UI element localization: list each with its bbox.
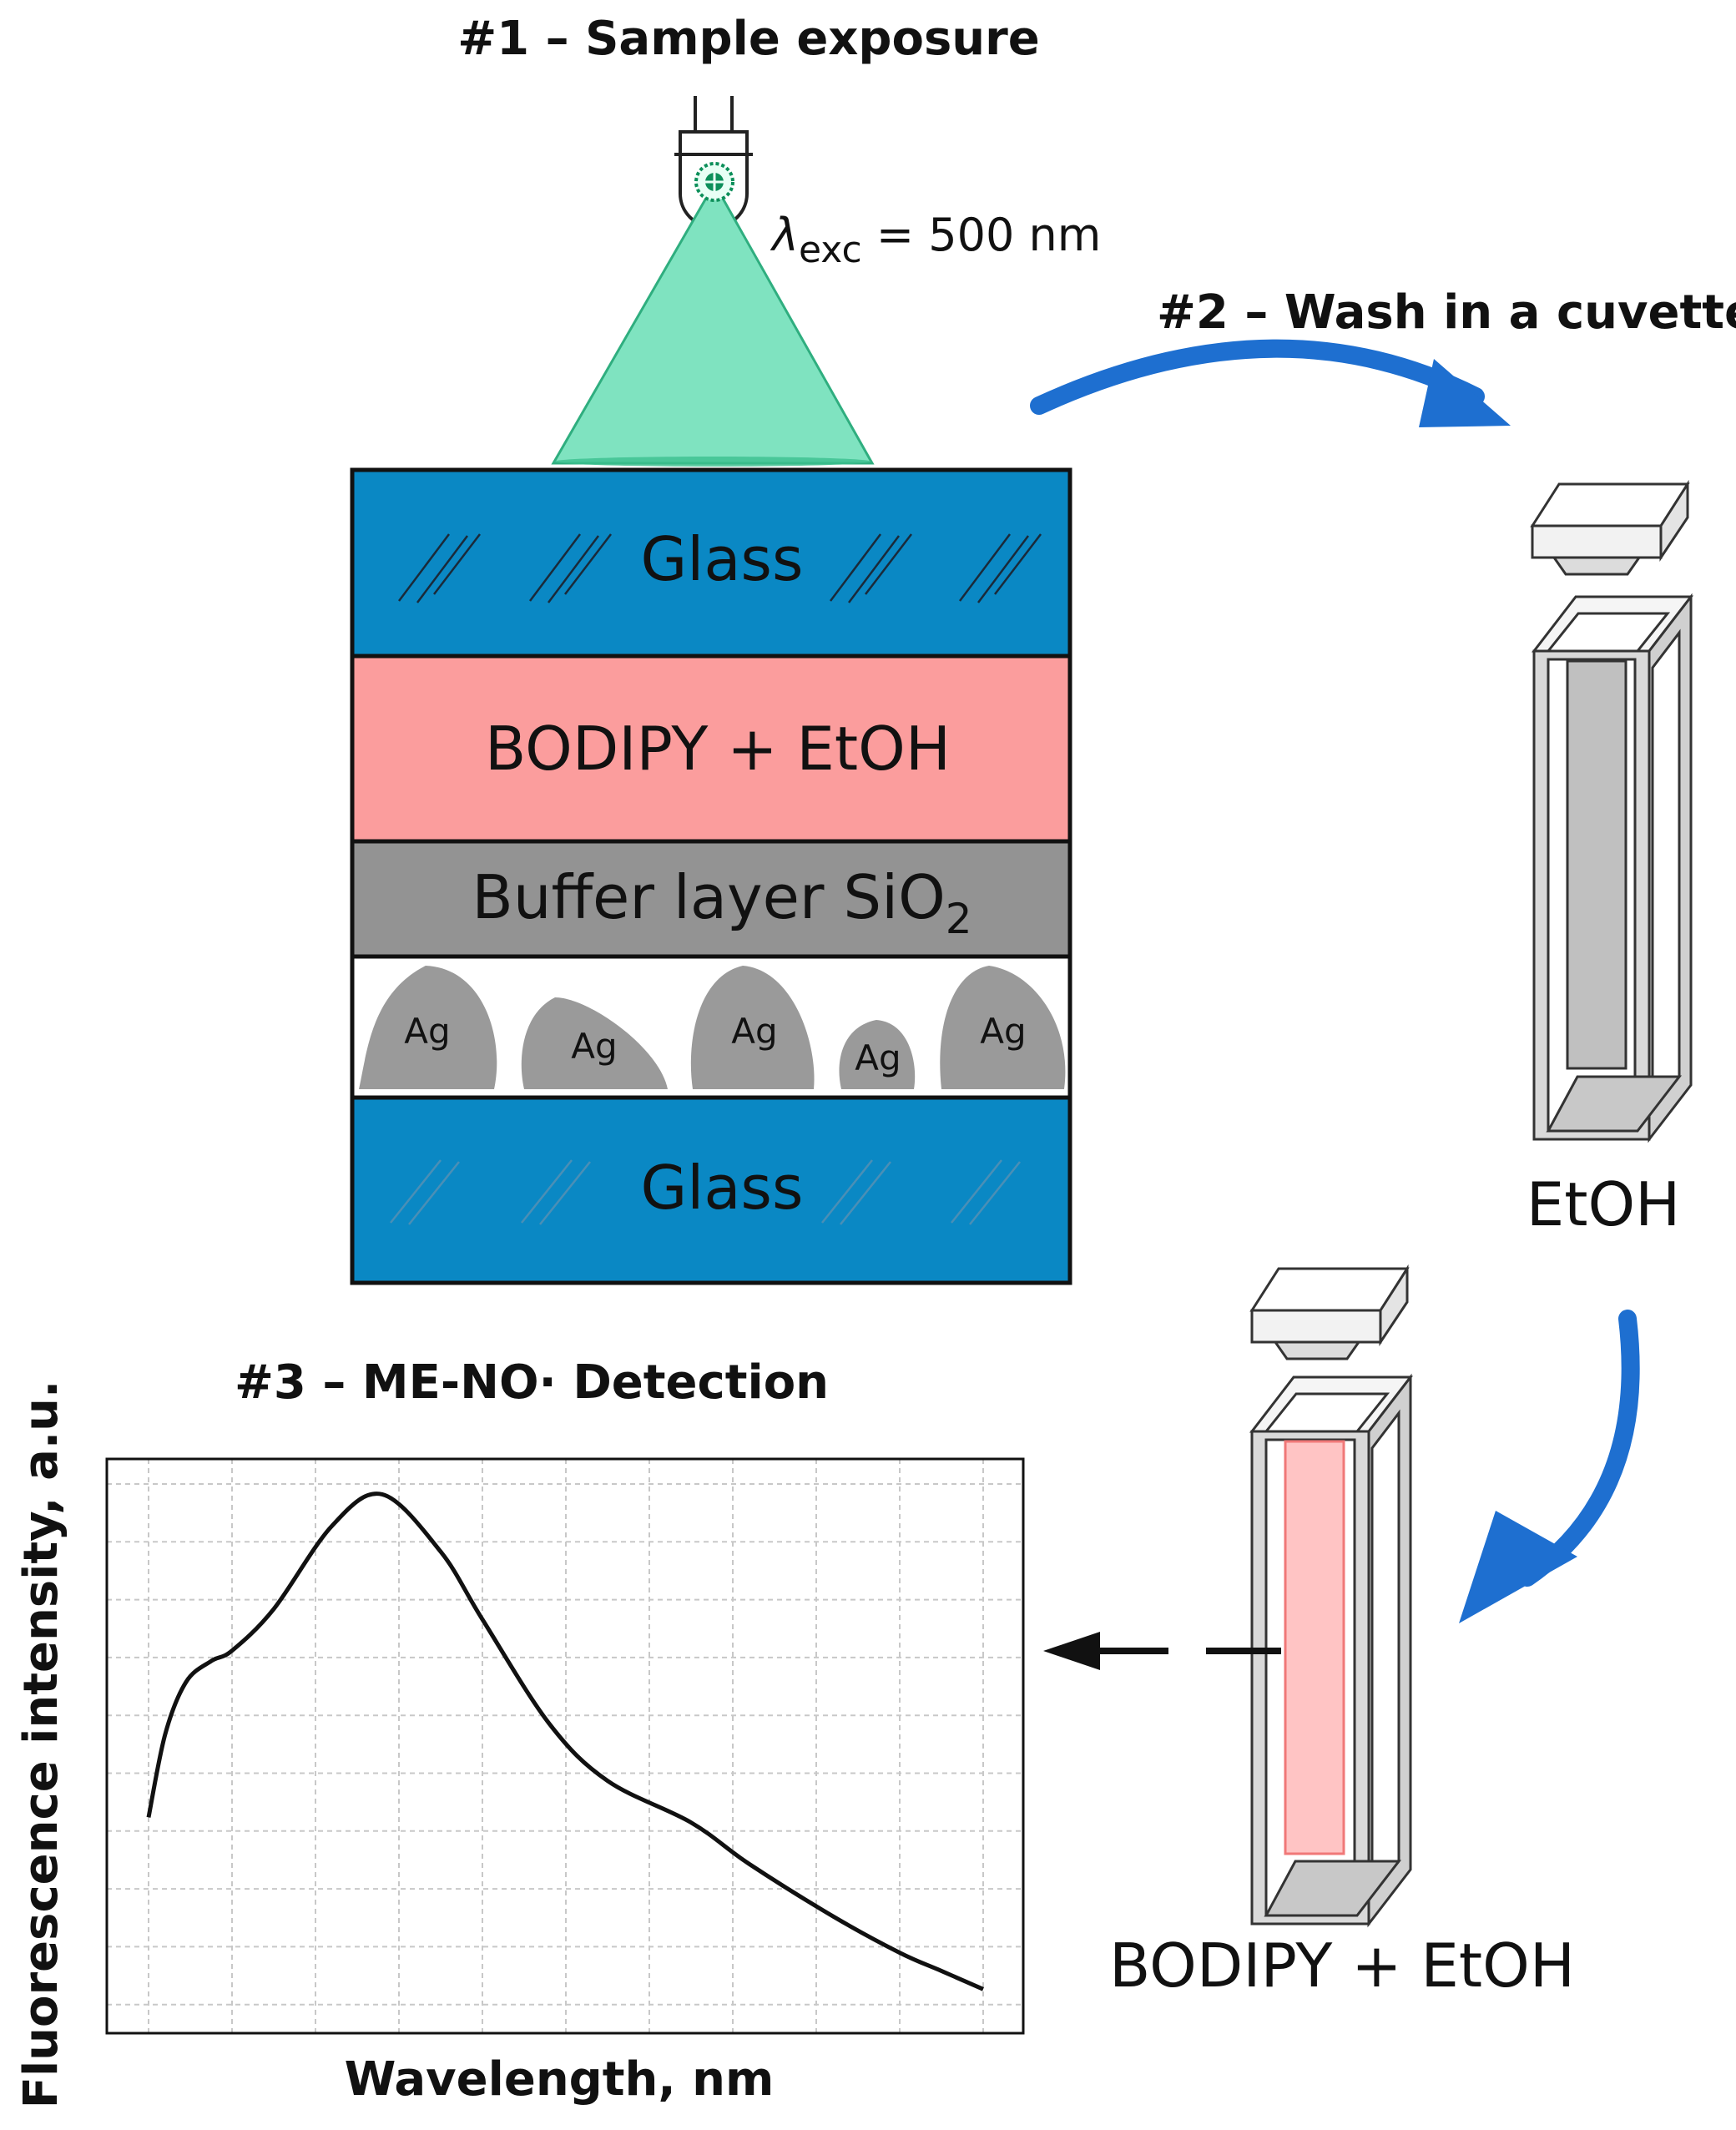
chart-y-axis-label: Fluorescence intensity, a.u. <box>14 1380 68 2109</box>
bodipy-layer <box>352 656 1070 841</box>
cuvette-bodipy-label: BODIPY + EtOH <box>1109 1931 1575 2001</box>
silver-particle <box>359 966 497 1089</box>
glass-hatch-bottom <box>390 1159 1021 1225</box>
buffer-layer-label: Buffer layer SiO2 <box>472 862 971 943</box>
silver-particle <box>839 1020 916 1089</box>
sample-stack: Glass BODIPY + EtOH Buffer layer SiO2 Ag… <box>350 467 1072 1285</box>
step2-title: #2 – Wash in a cuvette <box>1157 285 1736 340</box>
glass-top-label: Glass <box>641 524 804 594</box>
glass-bottom-layer <box>352 1098 1070 1283</box>
cuvette-etoh-label: EtOH <box>1527 1169 1681 1239</box>
chart-x-axis-label: Wavelength, nm <box>345 2052 775 2107</box>
glass-top-layer <box>352 470 1070 656</box>
chart-series-line <box>146 1492 985 1991</box>
buffer-layer-subscript: 2 <box>946 895 972 943</box>
light-source-icon <box>694 162 734 202</box>
light-cone <box>551 180 875 465</box>
silver-particle <box>690 966 815 1089</box>
lambda-symbol: λ <box>770 209 799 261</box>
chart-title: #3 – ME-NO· Detection <box>235 1355 829 1410</box>
bodipy-layer-label: BODIPY + EtOH <box>485 714 951 784</box>
silver-particle-label: Ag <box>404 1011 450 1052</box>
chart-frame <box>105 1457 1025 2035</box>
lambda-subscript: exc <box>799 229 862 271</box>
silver-particle-label: Ag <box>855 1037 901 1078</box>
cuvette-bodipy-icon <box>1249 1264 1414 1928</box>
lambda-value: = 500 nm <box>862 209 1102 261</box>
silver-particle <box>940 966 1066 1089</box>
silver-particle-label: Ag <box>980 1011 1026 1052</box>
silver-particles <box>359 966 1066 1089</box>
chart-grid <box>107 1459 1023 2033</box>
excitation-wavelength-label: λexc = 500 nm <box>770 209 1101 271</box>
glass-hatch-top <box>398 533 1042 603</box>
curved-arrow-down-icon <box>1459 1310 1640 1623</box>
glass-bottom-label: Glass <box>641 1153 804 1223</box>
step1-title: #1 – Sample exposure <box>457 12 1040 66</box>
silver-particle-label: Ag <box>571 1026 617 1067</box>
buffer-layer <box>352 841 1070 956</box>
cuvette-etoh-icon <box>1530 479 1694 1143</box>
dashed-arrow-icon <box>1043 1632 1281 1670</box>
silver-particle-label: Ag <box>731 1011 777 1052</box>
curved-arrow-icon <box>1030 339 1511 427</box>
buffer-layer-text: Buffer layer SiO <box>472 862 945 932</box>
silver-particle <box>521 997 668 1089</box>
